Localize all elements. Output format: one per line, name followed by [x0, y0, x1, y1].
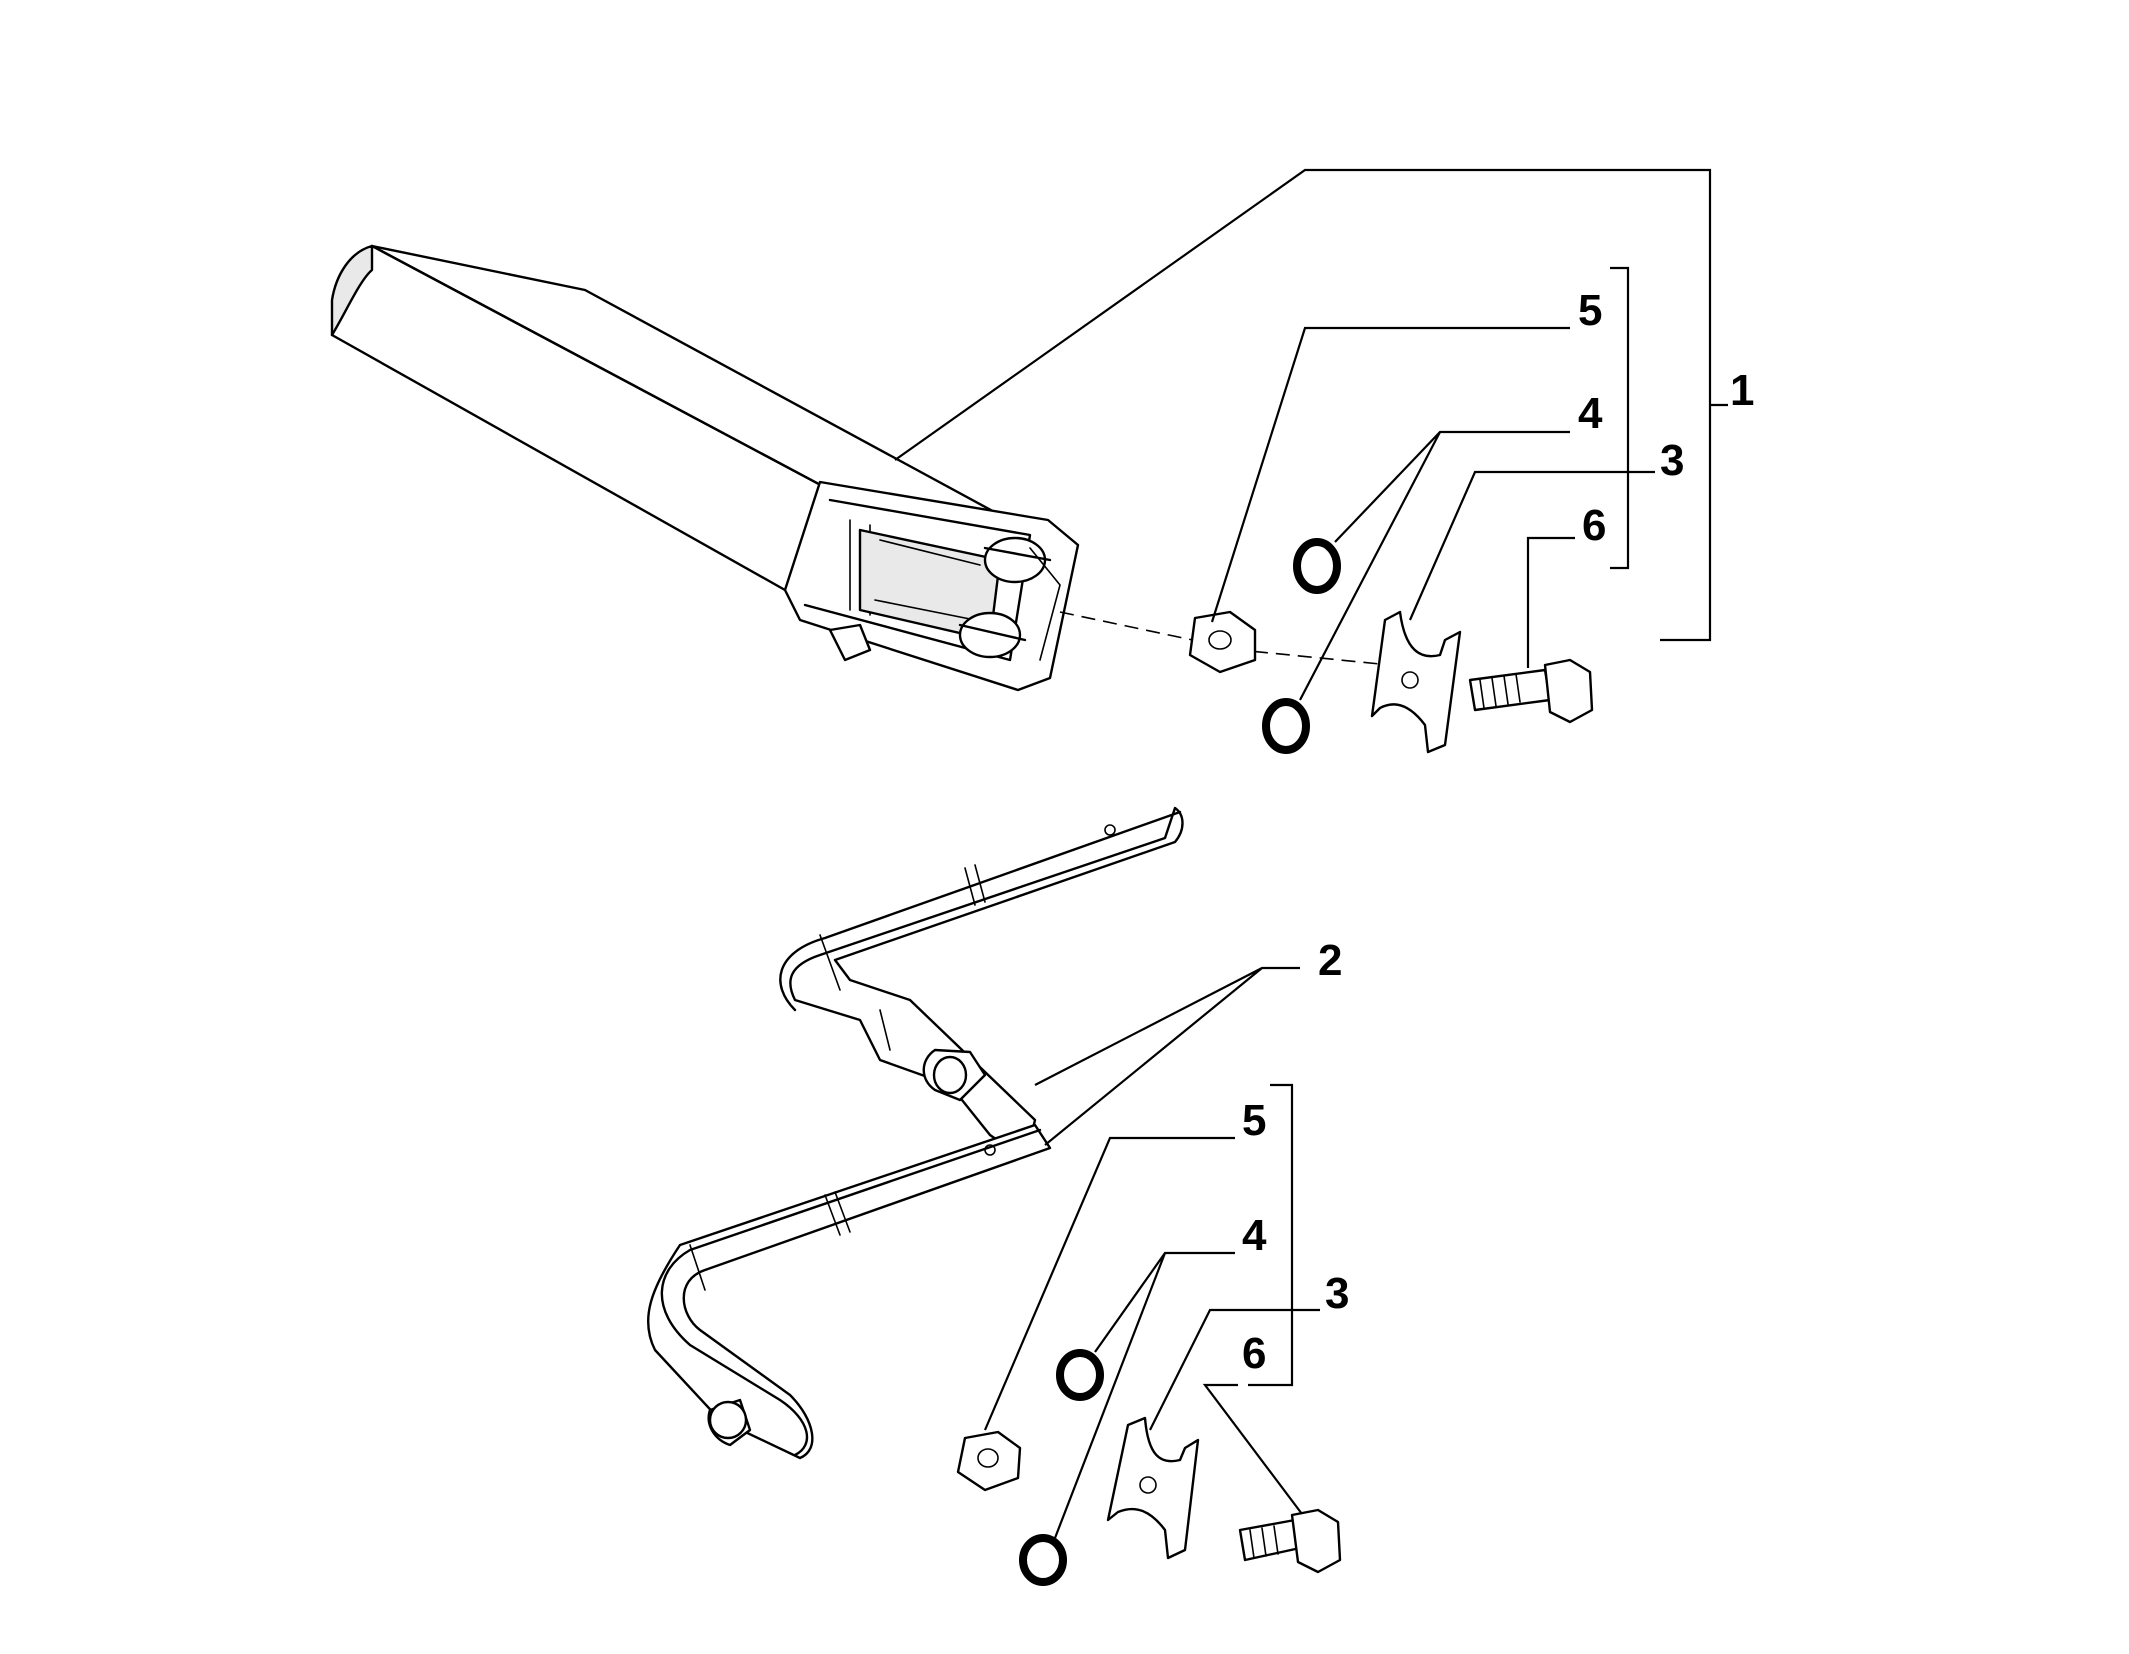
seal-ring-upper-b	[1262, 698, 1310, 754]
callout-3-lower: 3	[1325, 1269, 1349, 1318]
callout-1: 1	[1730, 366, 1754, 415]
bracket-upper-group	[1610, 266, 1630, 570]
leader-3-lower	[1149, 1308, 1320, 1431]
nut-lower	[956, 1430, 1022, 1492]
bracket-lower-group	[1248, 1083, 1294, 1387]
bolt-lower	[1238, 1508, 1342, 1574]
callout-6-lower: 6	[1242, 1329, 1266, 1378]
seal-ring-lower-a	[1056, 1349, 1104, 1401]
callout-4-lower: 4	[1242, 1211, 1267, 1260]
leader-6-lower	[1202, 1383, 1303, 1515]
clamp-plate-lower	[1106, 1416, 1200, 1560]
heater-core	[330, 244, 1080, 692]
callout-3-upper: 3	[1660, 436, 1684, 485]
leader-2	[1034, 966, 1300, 1146]
nut-upper	[1188, 610, 1257, 674]
callout-2: 2	[1318, 936, 1342, 985]
pipe-lower	[647, 1123, 1052, 1460]
leader-6-upper	[1526, 536, 1575, 668]
callout-5-upper: 5	[1578, 286, 1602, 335]
leader-5-upper	[1210, 326, 1570, 623]
leader-1	[894, 168, 1712, 642]
leader-3-upper	[1408, 470, 1655, 621]
callout-6-upper: 6	[1582, 501, 1606, 550]
seal-ring-lower-b	[1019, 1534, 1067, 1586]
leader-4-lower	[1053, 1251, 1235, 1539]
seal-ring-upper-a	[1293, 538, 1341, 594]
callout-4-upper: 4	[1578, 389, 1603, 438]
clamp-plate-upper	[1370, 610, 1462, 754]
leader-4-upper	[1299, 430, 1570, 701]
pipe-upper	[779, 806, 1184, 1145]
bolt-upper	[1468, 658, 1594, 724]
leader-5-lower	[983, 1136, 1235, 1431]
callout-5-lower: 5	[1242, 1096, 1266, 1145]
